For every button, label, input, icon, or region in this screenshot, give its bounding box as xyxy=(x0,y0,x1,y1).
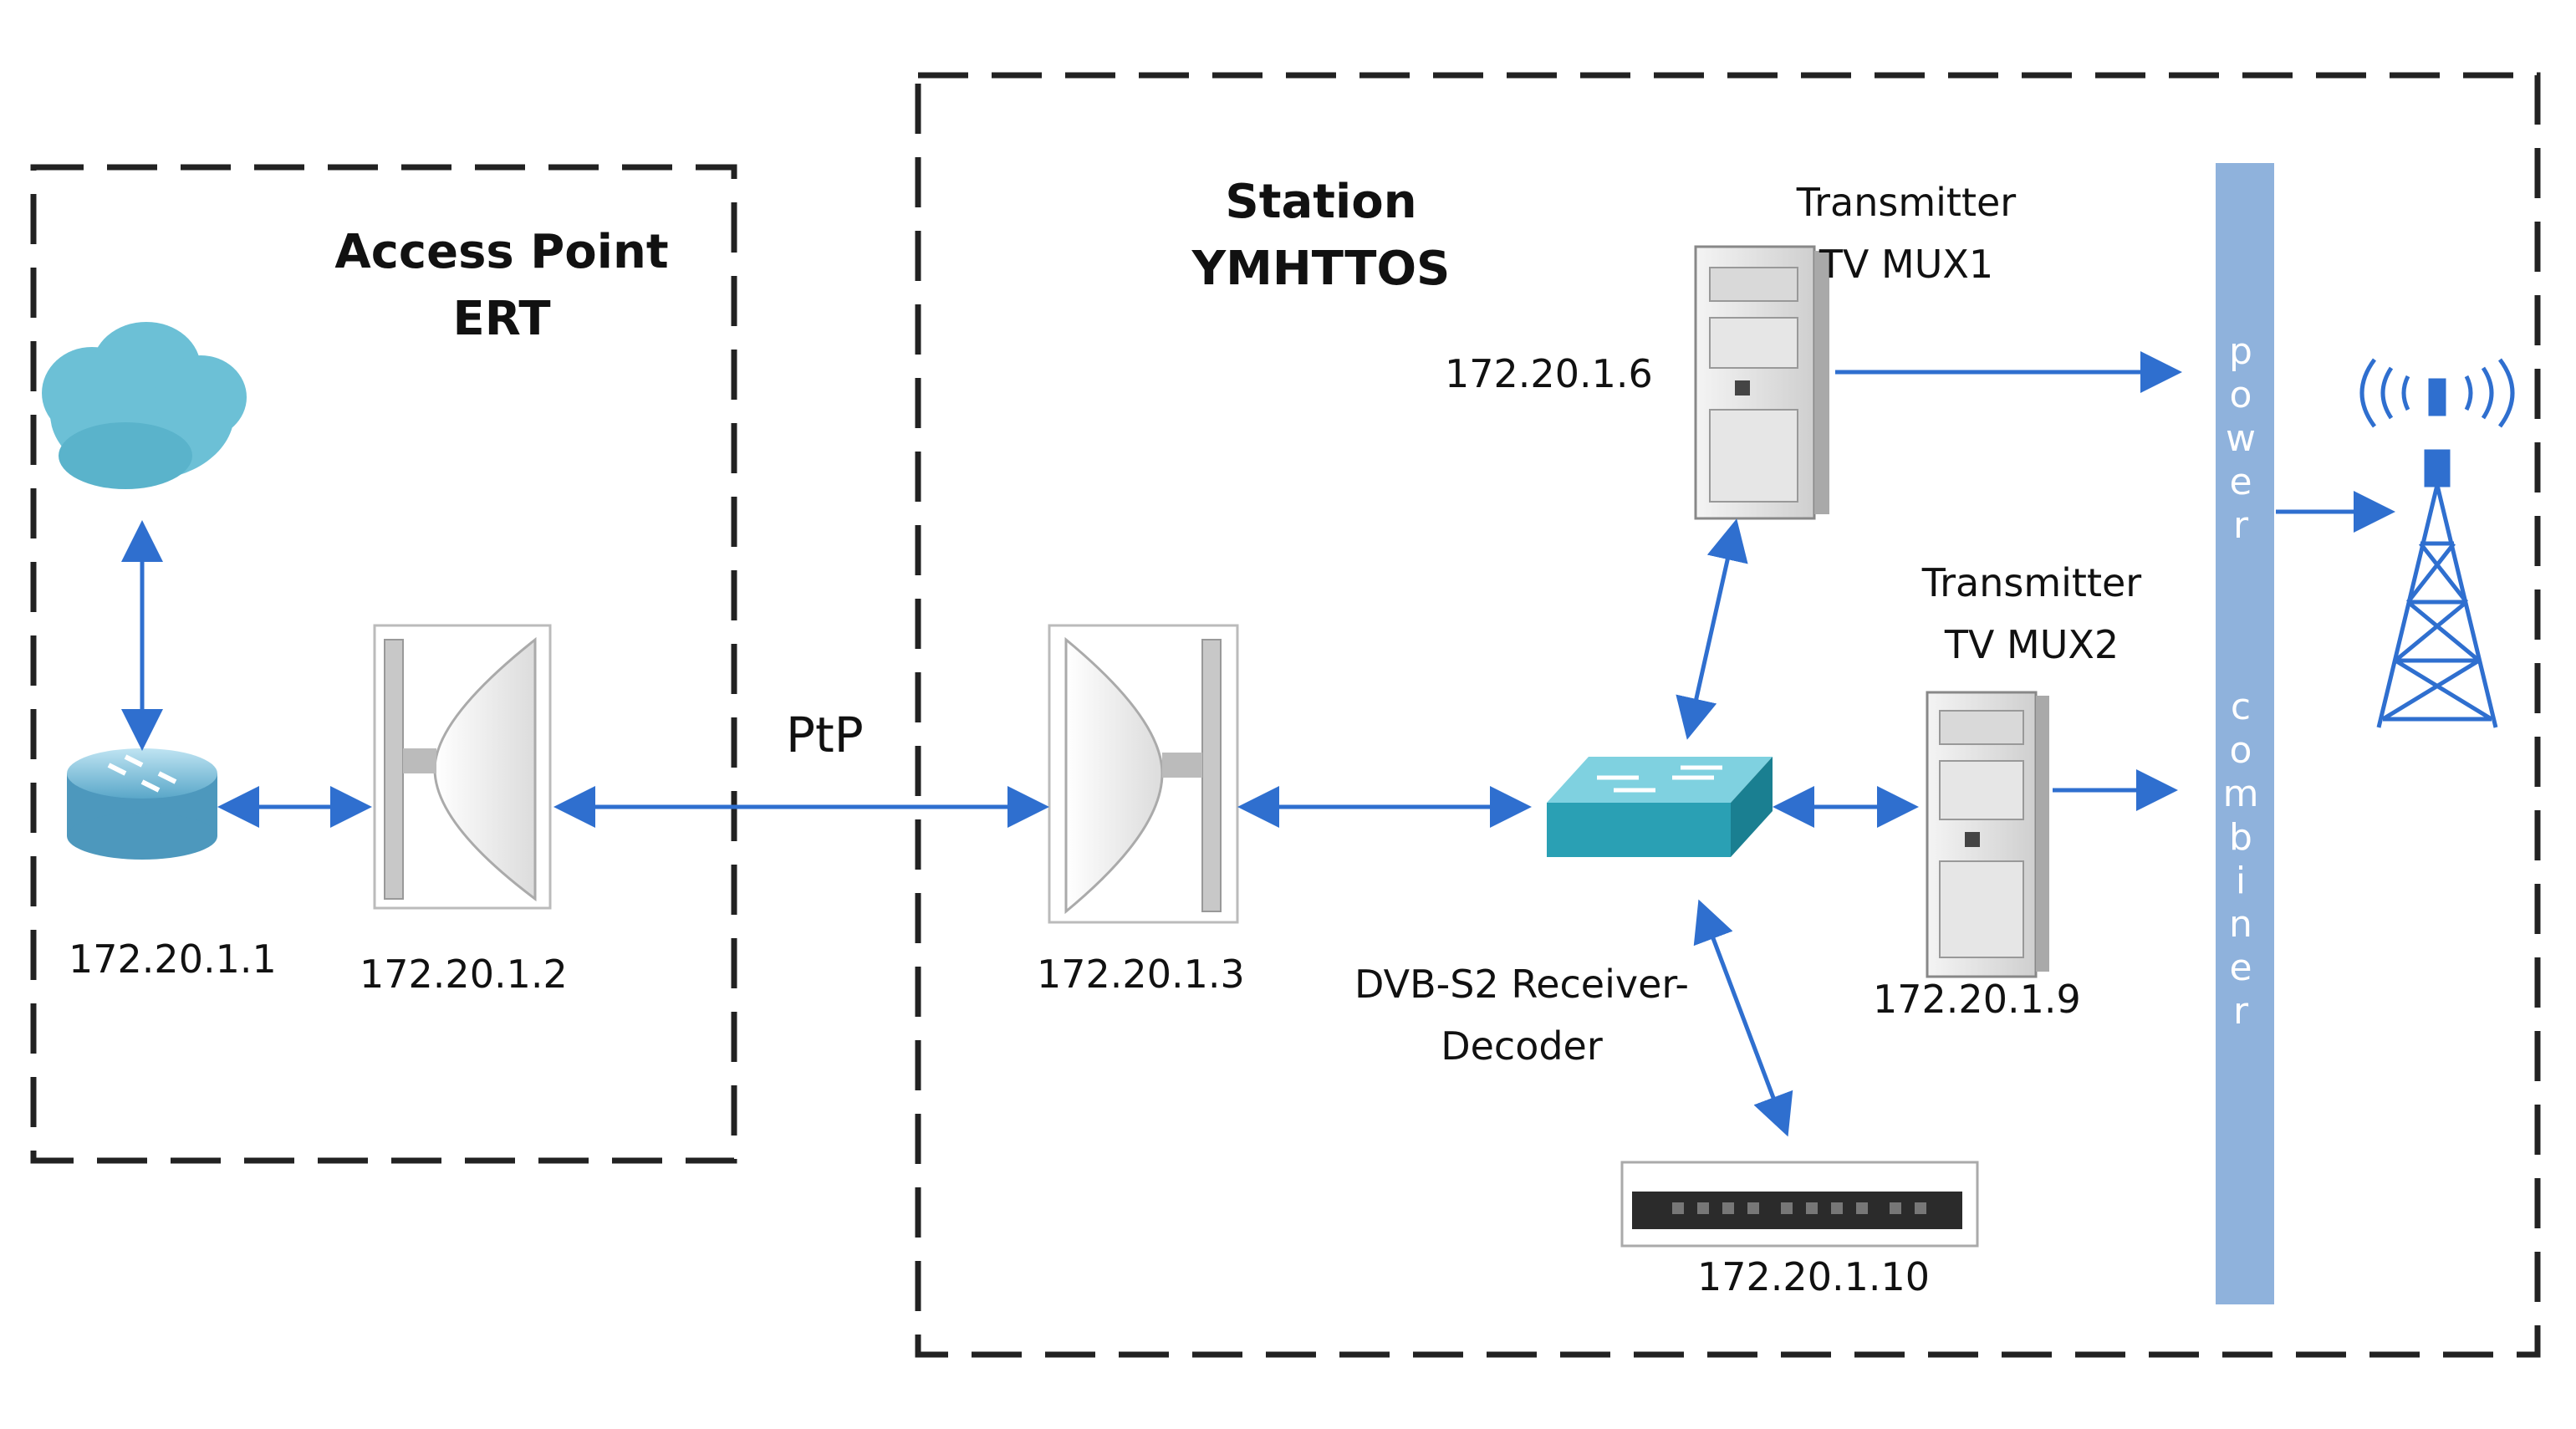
transmitter1-ip: 172.20.1.6 xyxy=(1445,351,1653,396)
arrow-switch-tx1 xyxy=(1676,518,1748,740)
broadcast-tower-icon xyxy=(2359,358,2515,728)
router-ip: 172.20.1.1 xyxy=(69,937,277,982)
switch-caption: DVB-S2 Receiver- Decoder xyxy=(1321,953,1722,1077)
dish-antenna-icon-station xyxy=(1048,624,1239,924)
transmitter-rack-icon-2 xyxy=(1926,691,2049,978)
transmitter1-title: Transmitter TV MUX1 xyxy=(1764,171,2048,295)
access-point-title-line2: ERT xyxy=(452,292,551,346)
arrow-switch-decoder xyxy=(1693,899,1793,1137)
station-title-line2: YMHTTOS xyxy=(1191,242,1451,296)
switch-caption-line2: Decoder xyxy=(1441,1023,1603,1069)
transmitter2-title-line2: TV MUX2 xyxy=(1944,622,2119,667)
ptp-link-label: PtP xyxy=(786,707,864,763)
dish-antenna-icon-ap xyxy=(373,624,552,910)
station-title: Station YMHTTOS xyxy=(1154,169,1488,303)
receiver-decoder-ip: 172.20.1.10 xyxy=(1697,1254,1930,1299)
transmitter2-title: Transmitter TV MUX2 xyxy=(1890,552,2174,676)
transmitter1-title-line2: TV MUX1 xyxy=(1819,242,1994,287)
transmitter-rack-icon-1 xyxy=(1694,245,1829,520)
switch-icon xyxy=(1547,757,1773,857)
station-title-line1: Station xyxy=(1225,175,1417,229)
transmitter1-title-line1: Transmitter xyxy=(1796,180,2017,225)
access-point-title: Access Point ERT xyxy=(318,219,686,353)
rack-unit-icon xyxy=(1620,1161,1979,1248)
access-point-title-line1: Access Point xyxy=(334,225,669,279)
switch-caption-line1: DVB-S2 Receiver- xyxy=(1354,962,1689,1007)
transmitter2-title-line1: Transmitter xyxy=(1921,560,2142,605)
station-zone xyxy=(915,72,2541,1358)
antenna-ap-ip: 172.20.1.2 xyxy=(360,952,568,997)
antenna-station-ip: 172.20.1.3 xyxy=(1037,952,1245,997)
transmitter2-ip: 172.20.1.9 xyxy=(1873,977,2081,1022)
router-icon xyxy=(67,748,217,860)
access-point-zone xyxy=(30,164,737,1164)
power-combiner-bar xyxy=(2216,163,2274,1304)
cloud-icon xyxy=(42,322,247,489)
